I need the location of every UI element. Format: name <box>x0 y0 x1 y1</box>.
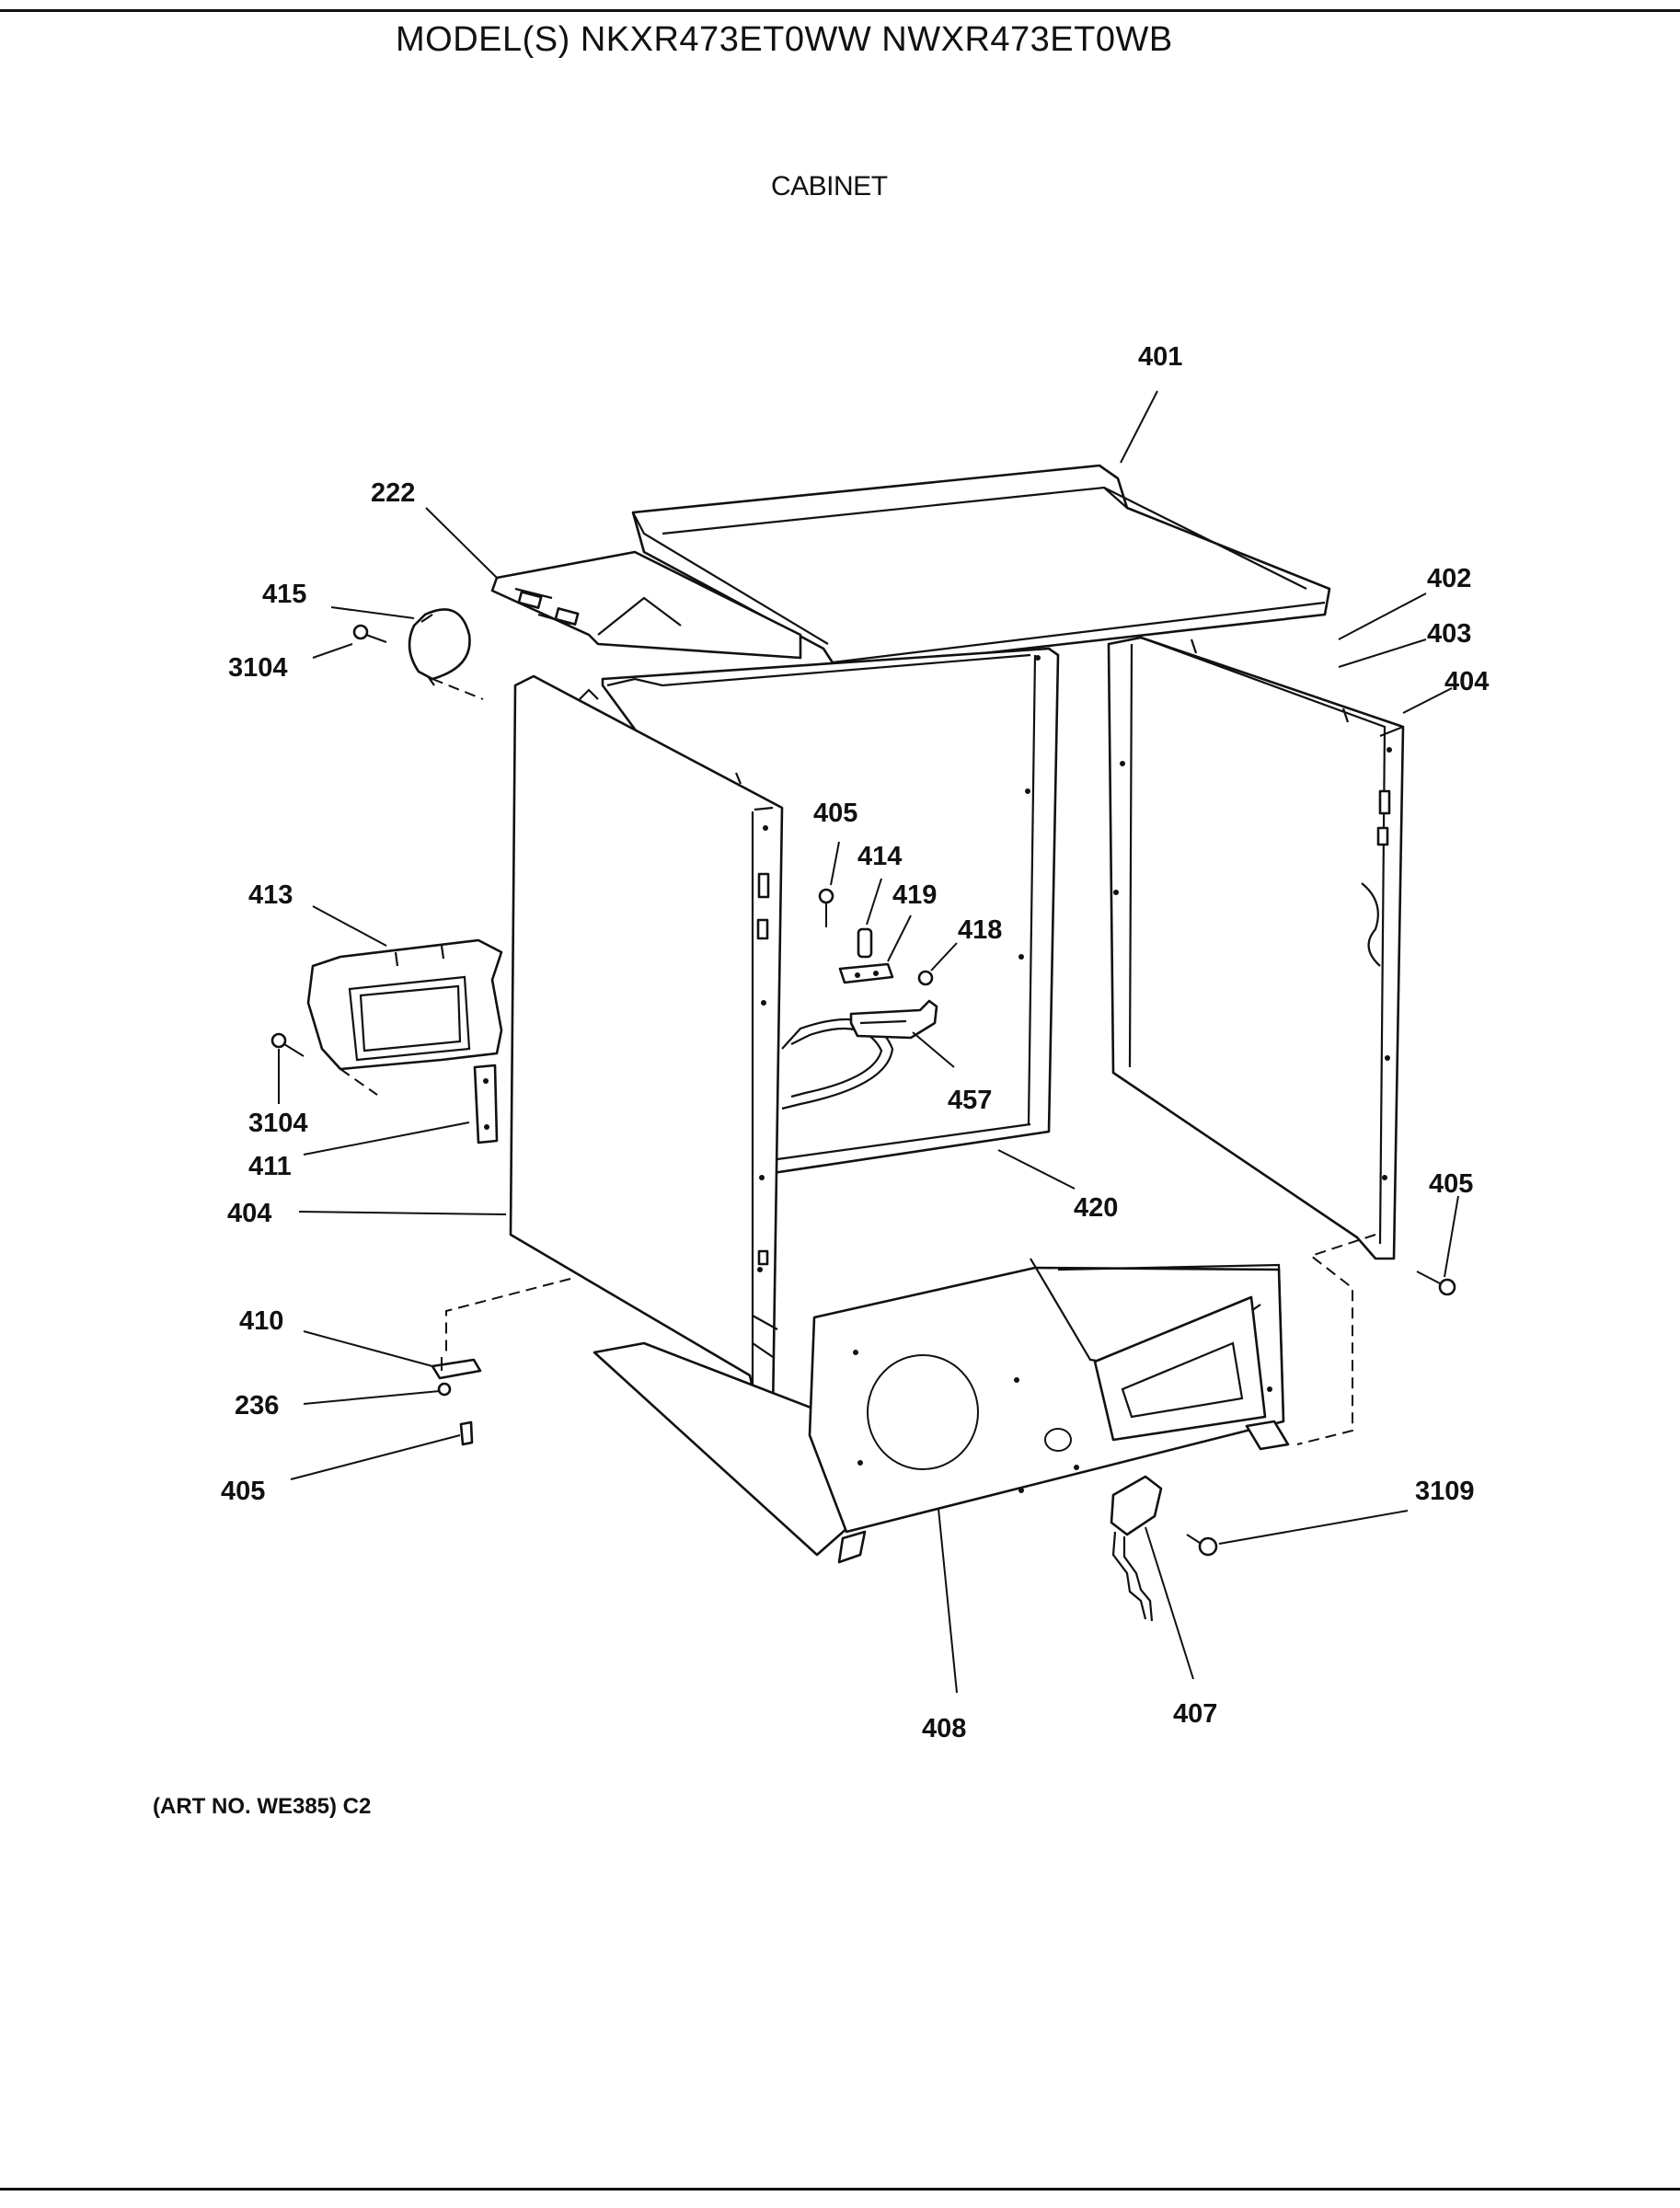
callout-3104-left: 3104 <box>248 1109 308 1138</box>
part-410-leveling-foot <box>431 1357 482 1380</box>
callout-236: 236 <box>235 1391 279 1420</box>
callout-405-right: 405 <box>1429 1169 1473 1199</box>
callout-403: 403 <box>1427 619 1471 649</box>
part-419-bracket <box>838 962 894 984</box>
part-411-strike <box>473 1064 499 1144</box>
callout-411: 411 <box>248 1152 292 1181</box>
part-408-base <box>593 1258 1290 1564</box>
callout-413: 413 <box>248 880 293 910</box>
part-405-screw-right <box>1416 1271 1456 1296</box>
part-413-access-cover <box>306 938 503 1071</box>
model-title: MODEL(S) NKXR473ET0WW NWXR473ET0WB <box>396 20 1173 59</box>
part-3104-screw-left <box>270 1032 305 1057</box>
part-457-bracket <box>849 999 938 1040</box>
callout-405-mid: 405 <box>813 799 857 828</box>
callout-410: 410 <box>239 1306 283 1336</box>
part-418-nut <box>917 970 934 986</box>
callout-418: 418 <box>958 915 1002 945</box>
callout-222: 222 <box>371 478 415 508</box>
callout-457: 457 <box>948 1086 992 1115</box>
part-404-left-side-panel <box>509 674 784 1419</box>
callout-420: 420 <box>1074 1193 1118 1223</box>
dash-base-right <box>1296 1234 1376 1445</box>
callout-3104-top: 3104 <box>228 653 288 683</box>
part-407-terminal-block <box>1110 1475 1163 1622</box>
callout-404-right: 404 <box>1444 667 1489 696</box>
part-236-pad <box>437 1382 452 1397</box>
bottom-rule <box>0 2188 1680 2191</box>
dash-415 <box>432 678 484 700</box>
callout-405-bottom: 405 <box>221 1477 265 1506</box>
part-404-right-side-panel <box>1107 636 1405 1260</box>
callout-419: 419 <box>892 880 937 910</box>
part-3109-screw <box>1186 1534 1218 1557</box>
callout-401: 401 <box>1138 342 1182 372</box>
top-rule <box>0 9 1680 12</box>
dash-leg <box>445 1278 571 1357</box>
part-3104-screw-top <box>352 624 387 643</box>
callout-402: 402 <box>1427 564 1471 593</box>
callout-408: 408 <box>922 1714 966 1743</box>
part-405-screw-mid <box>818 888 834 927</box>
callout-404-left: 404 <box>227 1199 271 1228</box>
callout-414: 414 <box>857 842 902 871</box>
leader-lines <box>278 390 1459 1694</box>
part-415-round-plate <box>408 608 471 686</box>
part-414-pin <box>857 927 873 959</box>
art-number: (ART NO. WE385) C2 <box>153 1794 372 1819</box>
callout-415: 415 <box>262 580 306 609</box>
part-405-screw-bottom <box>459 1420 474 1446</box>
dash-413 <box>339 1068 378 1096</box>
section-title: CABINET <box>771 171 888 201</box>
callout-3109: 3109 <box>1415 1477 1475 1506</box>
part-222-top-rail <box>490 550 802 660</box>
callout-407: 407 <box>1173 1699 1217 1729</box>
